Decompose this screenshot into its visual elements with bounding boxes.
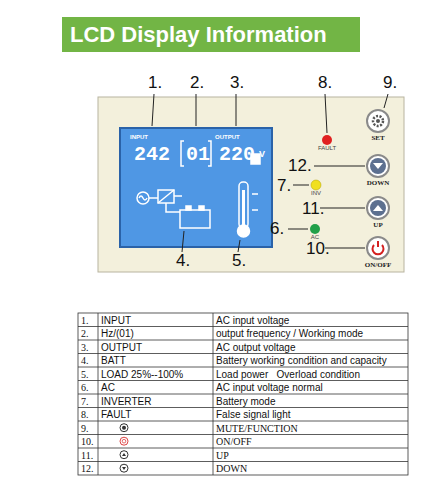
table-cell: AC input voltage — [216, 315, 289, 326]
table-cell: Hz/(01) — [101, 328, 134, 339]
callout-number: 1. — [148, 74, 162, 93]
table-cell: FAULT — [101, 409, 131, 420]
up-button: UP — [356, 195, 400, 233]
callout-number: 3. — [230, 74, 244, 93]
title-band: LCD Display Information — [62, 17, 360, 52]
callout-number: 2. — [190, 74, 204, 93]
table-cell: DOWN — [216, 463, 247, 474]
table-cell: 7. — [81, 396, 89, 407]
callout-number: 9. — [383, 74, 397, 93]
callout-number: 11. — [302, 200, 324, 219]
leader-lines — [152, 94, 388, 252]
control-label: FAULT — [312, 145, 342, 152]
table-cell: 4. — [81, 355, 89, 366]
lcd-screen: INPUT 242 01 OUTPUT 220 V — [120, 128, 272, 247]
table-cell: AC — [101, 382, 115, 393]
lcd-reading: OUTPUT — [215, 134, 240, 141]
control-label: ON/OFF — [350, 262, 406, 270]
callout-number: 8. — [318, 74, 332, 93]
lcd-reading: 01 — [186, 144, 210, 166]
table-cell: 9. — [81, 423, 89, 434]
table-cell: 11. — [81, 450, 93, 461]
lcd-reading: INPUT — [130, 134, 148, 141]
table-cell: Battery working condition and capacity — [216, 355, 387, 366]
control-label: SET — [356, 135, 400, 143]
table-symbols — [120, 424, 128, 473]
table-cell: 5. — [81, 369, 89, 380]
device-panel — [98, 97, 404, 272]
lcd-reading: 242 — [134, 144, 170, 166]
table-cell: LOAD 25%--100% — [101, 369, 183, 380]
table-cell: 10. — [81, 436, 94, 447]
table-cell: 3. — [81, 342, 89, 353]
table-cell: INPUT — [101, 315, 131, 326]
table-cell: ON/OFF — [216, 436, 252, 447]
table-cell: UP — [216, 450, 229, 461]
callout-number: 4. — [176, 252, 190, 271]
table-cell: output frequency / Working mode — [216, 328, 363, 339]
table-cell: AC output voltage — [216, 342, 296, 353]
control-label: UP — [356, 222, 400, 230]
lcd-reading: V — [259, 150, 265, 160]
table-cell: BATT — [101, 355, 126, 366]
table-cell: Battery mode — [216, 396, 275, 407]
inv-led: INV — [301, 178, 331, 200]
callout-number: 10. — [306, 240, 330, 259]
table-cell: Load power Overload condition — [216, 369, 360, 380]
table-cell: MUTE/FUNCTION — [216, 423, 298, 434]
table-grid — [78, 313, 408, 475]
control-label: INV — [301, 190, 331, 197]
lcd-reading: 220 — [219, 144, 255, 166]
callout-number: 5. — [232, 252, 246, 271]
table-cell: 2. — [81, 328, 89, 339]
down-button: DOWN — [356, 153, 400, 191]
table-cell: 8. — [81, 409, 89, 420]
control-label: DOWN — [356, 180, 400, 188]
table-cell: False signal light — [216, 409, 290, 420]
callout-number: 6. — [270, 220, 284, 239]
fault-led: FAULT — [312, 133, 342, 155]
callout-number: 12. — [288, 157, 312, 176]
table-cell: 6. — [81, 382, 89, 393]
table-cell: INVERTER — [101, 396, 151, 407]
table-cell: AC input voltage normal — [216, 382, 323, 393]
table-cell: 1. — [81, 315, 89, 326]
onoff-button: ON/OFF — [350, 235, 406, 271]
callout-number: 7. — [277, 177, 291, 196]
lcd-screen — [120, 128, 272, 247]
set-button: SET — [356, 108, 400, 146]
table-cell: OUTPUT — [101, 342, 142, 353]
table-cell: 12. — [81, 463, 94, 474]
